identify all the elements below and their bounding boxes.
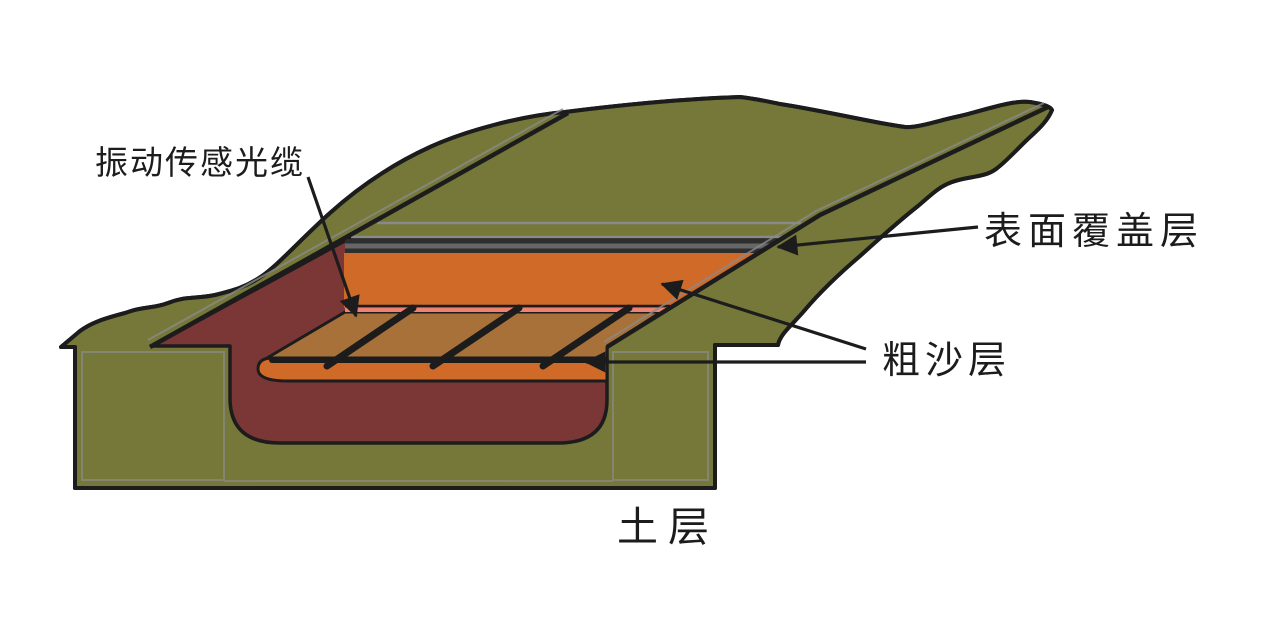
label-soil-layer: 土层 (617, 504, 719, 550)
sand-back-band (344, 253, 759, 308)
vibration-cable-lines (269, 304, 633, 370)
surface-hairlines (351, 221, 801, 239)
sand-front-strip (256, 356, 609, 383)
cover-leader-arrow (776, 225, 979, 256)
cable-leader-arrow (306, 176, 360, 318)
label-coarse-sand: 粗沙层 (882, 340, 1011, 382)
leader-lines (306, 176, 979, 373)
sand-upper-leader-arrow (660, 279, 867, 351)
excavation-cut-lines (147, 102, 1049, 349)
label-surface-cover: 表面覆盖层 (984, 211, 1204, 253)
label-vibration-cable: 振动传感光缆 (95, 144, 305, 181)
surface-cover-band (345, 239, 781, 253)
front-face-accent-lines (81, 351, 709, 482)
